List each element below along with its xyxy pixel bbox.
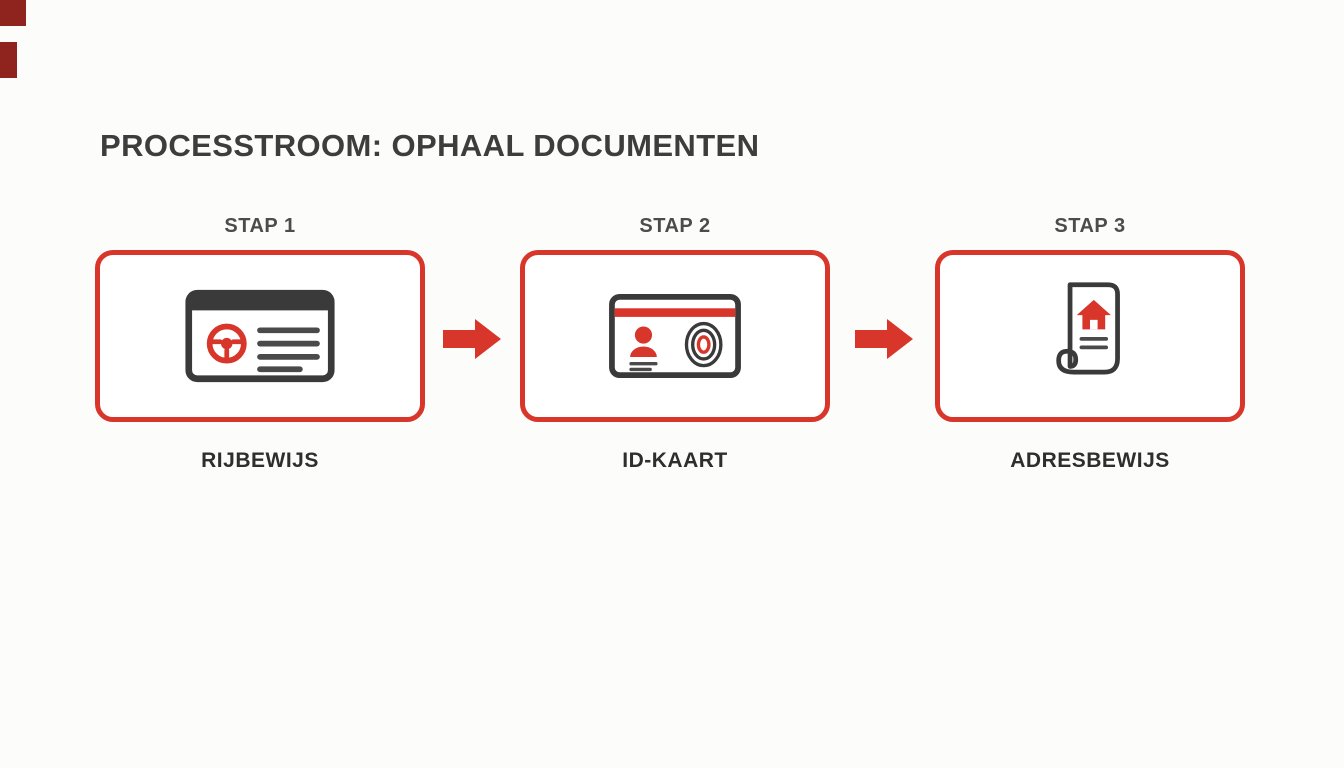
step-2-box <box>520 250 830 422</box>
step-1: STAP 1 RIJBEWIJS <box>95 215 425 472</box>
fingerprint-icon <box>684 321 723 368</box>
steering-wheel-icon <box>206 323 247 364</box>
house-icon <box>1076 299 1111 330</box>
address-text-lines <box>1079 336 1109 350</box>
person-icon <box>630 326 657 358</box>
step-3-box <box>935 250 1245 422</box>
decorative-square-left <box>0 42 17 78</box>
arrow-right-icon <box>855 319 913 359</box>
step-1-label: STAP 1 <box>224 215 296 237</box>
id-card-icon <box>609 293 741 379</box>
step-3: STAP 3 ADRESBEWIJS <box>935 215 1245 472</box>
step-1-doc-label: RIJBEWIJS <box>201 449 319 472</box>
drivers-license-icon <box>185 289 335 383</box>
step-1-box <box>95 250 425 422</box>
id-text-lines <box>629 362 658 372</box>
step-3-label: STAP 3 <box>1054 215 1126 237</box>
decorative-square-top <box>0 0 26 26</box>
step-3-doc-label: ADRESBEWIJS <box>1010 449 1170 472</box>
page-title: PROCESSTROOM: OPHAAL DOCUMENTEN <box>100 128 760 163</box>
step-2-doc-label: ID-KAART <box>622 449 728 472</box>
arrow-right-icon <box>443 319 501 359</box>
address-proof-icon <box>1056 282 1120 375</box>
step-2: STAP 2 ID-KAART <box>520 215 830 472</box>
step-2-label: STAP 2 <box>639 215 711 237</box>
license-text-lines <box>257 327 320 373</box>
